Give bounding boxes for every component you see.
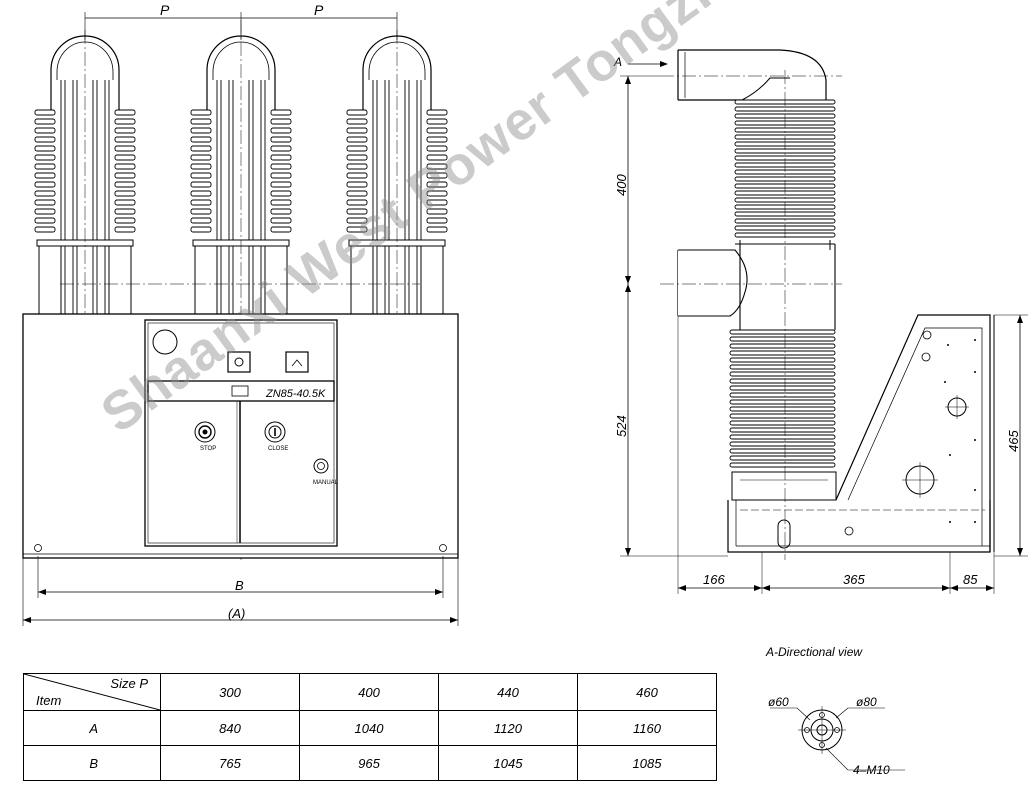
header-p-2: 400 <box>299 673 439 711</box>
spring-indicator <box>285 351 309 373</box>
dia-80: ø80 <box>856 695 877 709</box>
pitch-label-left: P <box>160 2 170 18</box>
header-size: Size P <box>110 676 148 691</box>
table-header-row: Size P Item 300 400 440 460 <box>23 673 717 711</box>
control-panel <box>144 319 338 547</box>
table-row: B 765 965 1045 1085 <box>23 745 717 781</box>
row-label-a: A <box>23 710 161 746</box>
cell-a-2: 1040 <box>299 710 439 746</box>
size-table: Size P Item 300 400 440 460 A 840 1040 1… <box>23 673 717 781</box>
dim-524: 524 <box>614 415 629 437</box>
cell-a-4: 1160 <box>577 710 717 746</box>
row-label-b: B <box>23 745 161 781</box>
side-view: A <box>613 49 1028 594</box>
counter-window <box>227 351 251 373</box>
dim-365: 365 <box>843 572 865 587</box>
cell-b-2: 965 <box>299 745 439 781</box>
pitch-label-right: P <box>314 2 324 18</box>
directional-view-title: A-Directional view <box>766 645 863 659</box>
header-p-1: 300 <box>160 673 300 711</box>
dim-a: (A) <box>228 606 245 621</box>
dim-400: 400 <box>614 174 629 196</box>
close-button-icon <box>264 421 286 443</box>
stop-button-icon <box>194 421 216 443</box>
stop-label: STOP <box>200 446 216 452</box>
bolt-spec: 4–M10 <box>853 763 890 777</box>
dim-b: B <box>235 578 244 593</box>
header-p-4: 460 <box>577 673 717 711</box>
manual-crank-icon <box>313 458 329 474</box>
cell-b-3: 1045 <box>438 745 578 781</box>
indicator-window <box>152 329 178 355</box>
dim-465: 465 <box>1006 430 1021 452</box>
cell-a-1: 840 <box>160 710 300 746</box>
close-label: CLOSE <box>268 446 288 452</box>
directional-view: ø60 ø80 4–M10 <box>768 695 905 777</box>
cell-b-4: 1085 <box>577 745 717 781</box>
header-item: Item <box>36 693 62 708</box>
table-row: A 840 1040 1120 1160 <box>23 710 717 746</box>
cell-a-3: 1120 <box>438 710 578 746</box>
header-p-3: 440 <box>438 673 578 711</box>
dim-166: 166 <box>703 572 725 587</box>
model-label: ZN85-40.5K <box>265 388 326 400</box>
cell-b-1: 765 <box>160 745 300 781</box>
dim-85: 85 <box>963 572 978 587</box>
front-view: P P ZN85-40.5K <box>22 2 459 626</box>
manual-label: MANUAL <box>313 480 339 486</box>
dia-60: ø60 <box>768 695 789 709</box>
arrow-a-label: A <box>613 55 622 69</box>
header-diagonal-cell: Size P Item <box>23 673 161 711</box>
